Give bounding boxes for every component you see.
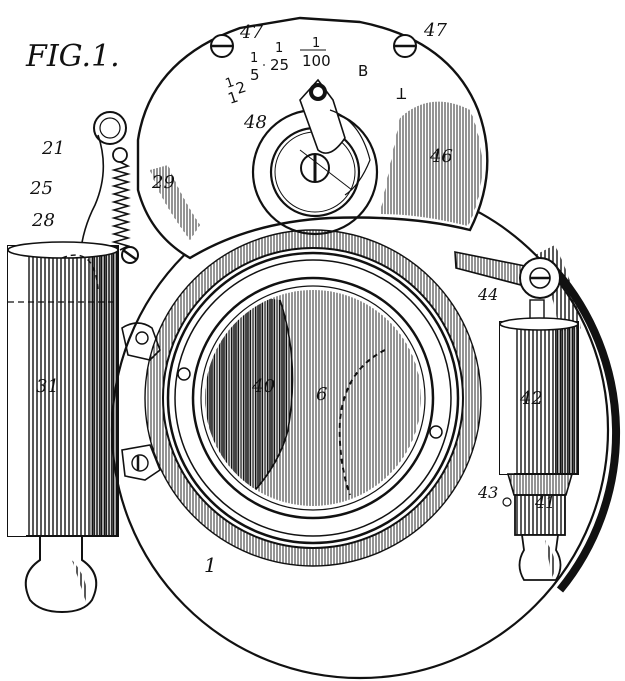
scale-b: B — [358, 62, 368, 80]
ring-screw-right — [429, 425, 443, 439]
label-42: 42 — [519, 388, 543, 409]
scale-one-e: 1 — [312, 36, 320, 51]
right-cylinder — [454, 251, 579, 581]
label-47-right: 47 — [423, 20, 447, 41]
scale-hundred: 100 — [302, 52, 331, 70]
scale-one-d: 1 — [275, 41, 283, 56]
dial-screw-right — [393, 34, 417, 58]
label-40: 40 — [251, 376, 275, 397]
scale-five: 5 — [250, 66, 260, 84]
scale-twenty-five: 25 — [270, 56, 289, 74]
ring-screw-left — [177, 367, 191, 381]
lens-mount — [166, 251, 460, 545]
label-48: 48 — [243, 112, 267, 133]
label-41: 41 — [534, 493, 555, 512]
label-31: 31 — [36, 376, 59, 397]
label-21: 21 — [41, 138, 65, 159]
label-6: 6 — [316, 384, 327, 405]
reference-numerals: 47 47 48 46 21 25 29 28 31 40 6 44 42 43… — [29, 20, 555, 577]
label-29: 29 — [151, 172, 175, 193]
speed-dial-plate — [136, 16, 489, 260]
left-cylinder — [7, 241, 119, 614]
label-28: 28 — [31, 210, 55, 231]
label-1: 1 — [204, 553, 217, 577]
label-43: 43 — [477, 483, 498, 502]
label-25: 25 — [29, 178, 53, 199]
dial-screw-left — [210, 34, 234, 58]
label-46: 46 — [429, 146, 453, 167]
ring-bracket — [121, 322, 161, 481]
spring-assembly — [79, 111, 139, 264]
figure-title: FIG.1. — [25, 39, 120, 74]
scale-t: T — [396, 84, 407, 102]
label-47-left: 47 — [239, 22, 263, 43]
scale-one-c: 1 — [250, 51, 258, 66]
label-44: 44 — [477, 285, 498, 304]
